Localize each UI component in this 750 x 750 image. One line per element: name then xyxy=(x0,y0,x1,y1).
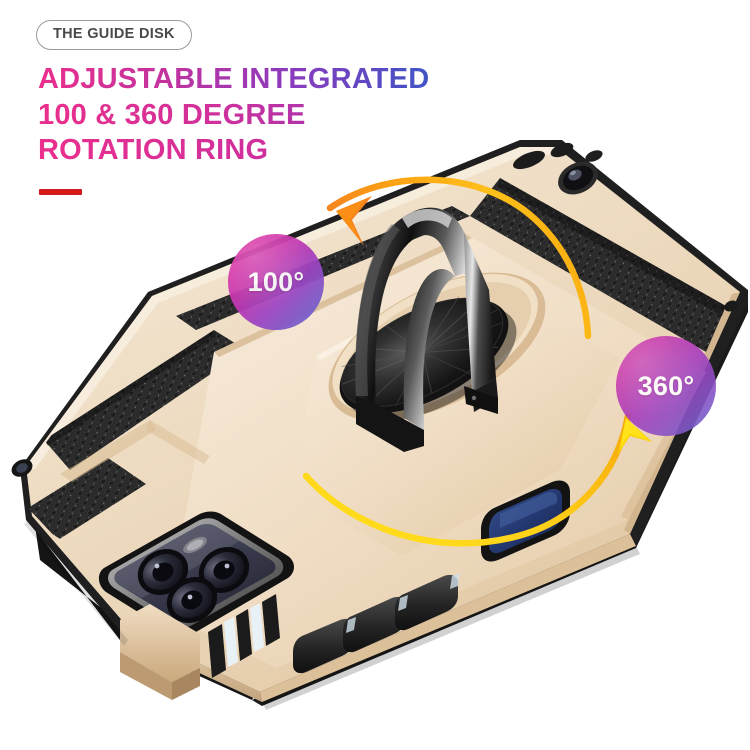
top-edge-buttons xyxy=(513,142,603,170)
callout-badge-100-degree: 100° xyxy=(228,234,324,330)
headline-line-3: ROTATION RING xyxy=(38,133,508,169)
side-buttons xyxy=(293,573,460,674)
headline-line-2: 100 & 360 DEGREE xyxy=(38,98,508,134)
speaker-grille xyxy=(208,594,280,678)
title-divider xyxy=(39,189,82,195)
page-title: ADJUSTABLE INTEGRATED 100 & 360 DEGREE R… xyxy=(38,62,508,169)
callout-badge-360-degree: 360° xyxy=(616,336,716,436)
eyebrow-badge: THE GUIDE DISK xyxy=(36,20,192,50)
headline-line-1: ADJUSTABLE INTEGRATED xyxy=(38,62,508,98)
